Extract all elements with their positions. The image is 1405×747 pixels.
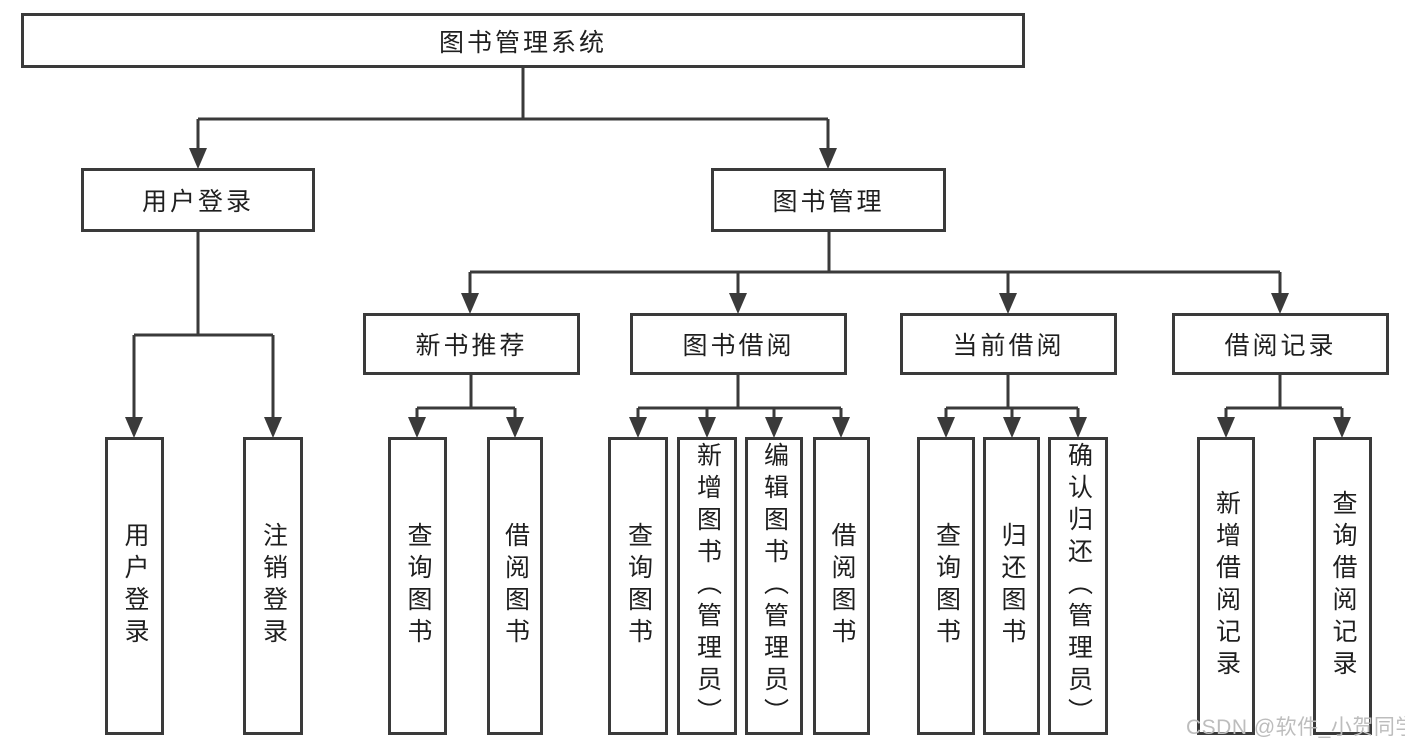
node-label: 编辑图书（管理员） [760,442,789,730]
node-book-management: 图书管理 [711,168,946,232]
connector-bookborrow-to-leaves [629,375,850,438]
node-user-login: 用户登录 [81,168,315,232]
leaf-add-borrow-record: 新增借阅记录 [1197,437,1255,735]
leaf-edit-book-admin: 编辑图书（管理员） [745,437,803,735]
leaf-add-book-admin: 新增图书（管理员） [677,437,737,735]
node-label: 注销登录 [259,522,288,650]
node-label: 新书推荐 [415,332,528,360]
leaf-user-login: 用户登录 [105,437,164,735]
node-label: 图书管理 [772,188,885,216]
node-label: 用户登录 [141,188,254,216]
node-label: 归还图书 [998,522,1026,650]
leaf-query-borrow-record: 查询借阅记录 [1313,437,1372,735]
leaf-logout: 注销登录 [243,437,303,735]
node-label: 借阅图书 [828,522,856,650]
node-label: 查询图书 [404,522,432,650]
leaf-borrow-books: 借阅图书 [813,437,870,735]
node-label: 查询图书 [932,522,961,650]
leaf-return-book: 归还图书 [983,437,1040,735]
node-label: 新增图书（管理员） [693,442,722,730]
node-label: 确认归还（管理员） [1064,442,1093,730]
node-label: 新增借阅记录 [1212,490,1241,682]
node-label: 图书借阅 [682,332,795,360]
node-label: 借阅图书 [501,522,530,650]
leaf-query-books-current: 查询图书 [917,437,975,735]
node-current-borrowing: 当前借阅 [900,313,1117,375]
node-label: 图书管理系统 [438,28,607,57]
connector-currentborrow-to-leaves [937,375,1087,438]
leaf-query-books-recommend: 查询图书 [388,437,447,735]
connector-userlogin-to-leaves [125,232,282,438]
node-borrowing-records: 借阅记录 [1172,313,1389,375]
csdn-watermark: CSDN @软件_小贺同学 [1186,716,1405,739]
node-label: 当前借阅 [952,332,1065,360]
node-new-book-recommendation: 新书推荐 [363,313,580,375]
node-label: 查询借阅记录 [1329,490,1357,682]
node-book-borrowing: 图书借阅 [630,313,847,375]
leaf-confirm-return-admin: 确认归还（管理员） [1048,437,1108,735]
node-label: 借阅记录 [1224,332,1337,360]
connector-newbooks-to-leaves [408,375,524,438]
connector-root-to-level2 [189,68,837,169]
node-library-management-system: 图书管理系统 [21,13,1025,68]
leaf-borrow-books-recommend: 借阅图书 [487,437,543,735]
node-label: 用户登录 [121,522,149,650]
connector-bookmgmt-to-level3 [461,232,1289,314]
leaf-query-books-borrow: 查询图书 [608,437,668,735]
connector-borrowrecords-to-leaves [1217,375,1351,438]
node-label: 查询图书 [624,522,653,650]
